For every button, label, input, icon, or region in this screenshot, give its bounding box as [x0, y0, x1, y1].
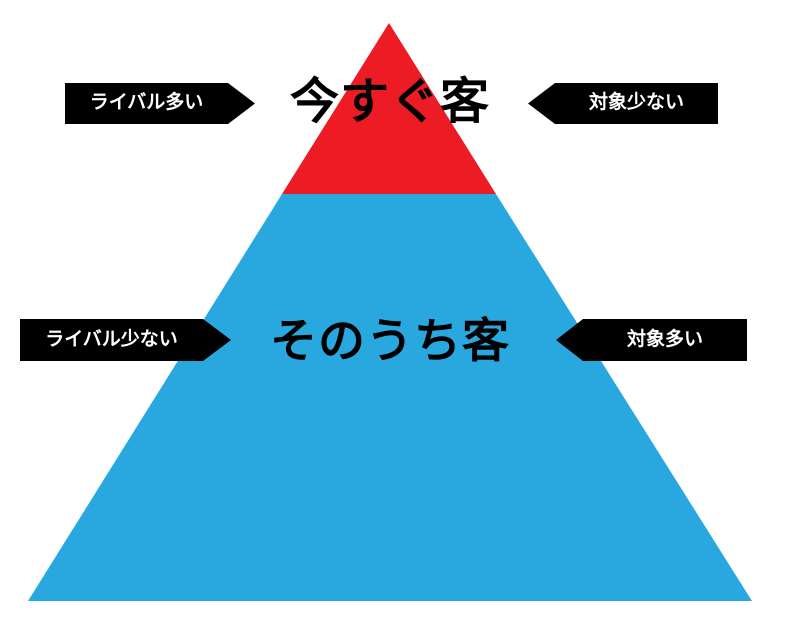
tier-top-shape — [282, 23, 496, 194]
tier-top-label: 今すぐ客 — [289, 73, 490, 130]
tier-bottom-shape — [28, 194, 752, 601]
tier-bottom-right-arrow-shape — [556, 319, 747, 361]
tier-top-left-note: ライバル多い — [89, 91, 204, 113]
tier-bottom-left-arrow-shape — [20, 319, 231, 361]
tier-top-right-arrow-shape — [528, 83, 718, 124]
tier-bottom-right-note: 対象多い — [626, 328, 703, 350]
tier-top-right-note: 対象少ない — [588, 91, 684, 113]
tier-top-left-arrow-shape — [65, 83, 255, 124]
tier-bottom-label: そのうち客 — [270, 314, 510, 369]
tier-bottom-left-note: ライバル少ない — [45, 328, 178, 350]
